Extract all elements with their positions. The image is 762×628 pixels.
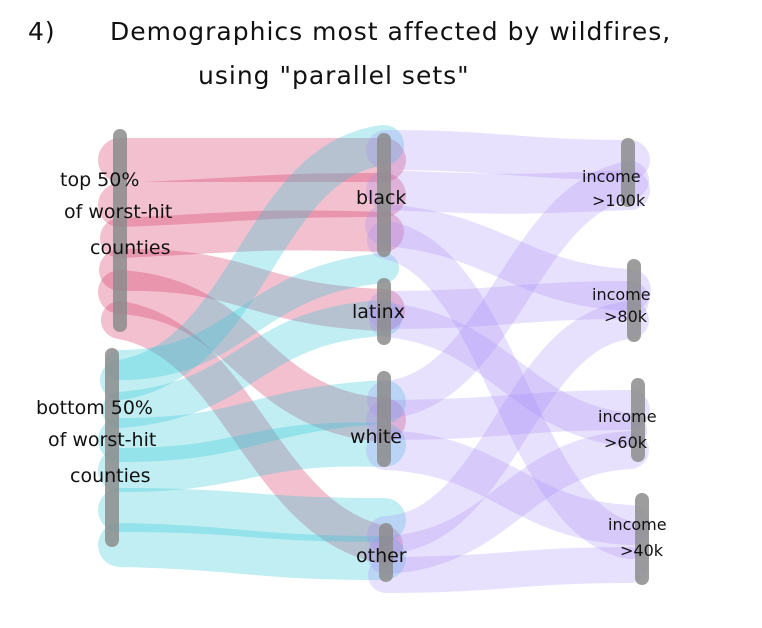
race-labels: black latinx white other [350,187,407,567]
bottom-counties-label-line-2: of worst-hit [48,429,156,451]
race-label-other: other [356,545,407,567]
bottom-counties-label-line-1: bottom 50% [36,397,153,419]
ribbon-top-other [101,301,403,564]
income-label-40k-line-1: income [608,515,667,534]
axis-bars [105,129,649,585]
ribbon-black-100k [366,130,650,180]
title: 4) Demographics most affected by wildfir… [28,17,671,90]
ribbon-white-40k [366,430,650,545]
ribbon-black-100k-2 [366,170,650,214]
income-label-60k-line-1: income [598,407,657,426]
income-label-40k-line-2: >40k [620,541,664,560]
race-label-black: black [356,187,406,209]
ribbon-top-white [98,270,406,442]
ribbons-race-to-income [365,130,651,593]
top-counties-label-line-2: of worst-hit [64,201,172,223]
title-line-1: Demographics most affected by wildfires, [110,17,671,46]
county-labels: top 50% of worst-hit counties bottom 50%… [36,169,172,487]
ribbon-bottom-black [100,125,404,400]
ribbon-bottom-other-1 [98,488,406,542]
income-label-100k-line-1: income [582,167,641,186]
ribbon-bottom-latinx-2 [105,253,399,380]
ribbon-other-80k [367,301,649,554]
income-label-60k-line-2: >60k [604,433,648,452]
ribbon-latinx-80k [367,281,649,329]
top-counties-label-line-1: top 50% [60,169,139,191]
ribbon-bottom-latinx [102,300,402,428]
income-label-80k-line-1: income [592,285,651,304]
ribbon-other-60k [367,431,649,574]
bottom-counties-label-line-3: counties [70,465,150,487]
ribbon-black-80k [365,204,651,311]
ribbon-top-black-2 [98,173,406,227]
ribbon-top-black-3 [100,210,404,258]
title-number: 4) [28,17,56,46]
ribbon-white-60k [366,390,650,440]
top-county-ribbons [98,137,406,564]
ribbon-other-40k [368,547,648,593]
top-counties-label-line-3: counties [90,237,170,259]
race-label-latinx: latinx [352,301,405,323]
ribbon-top-latinx [99,248,405,331]
income-label-100k-line-2: >100k [592,191,646,210]
income-label-80k-line-2: >80k [604,307,648,326]
ribbon-bottom-white-2 [98,422,406,492]
title-line-2: using "parallel sets" [198,61,470,90]
ribbons-counties-to-race [98,125,406,580]
ribbon-black-40k [367,221,649,559]
ribbon-latinx-60k [369,303,647,447]
bottom-county-ribbons [98,125,406,580]
ribbon-white-100k [367,161,649,419]
ribbon-bottom-white-1 [98,380,406,462]
race-label-white: white [350,426,402,448]
ribbon-bottom-other-2 [98,523,406,580]
income-labels: income >100k income >80k income >60k inc… [582,167,667,560]
